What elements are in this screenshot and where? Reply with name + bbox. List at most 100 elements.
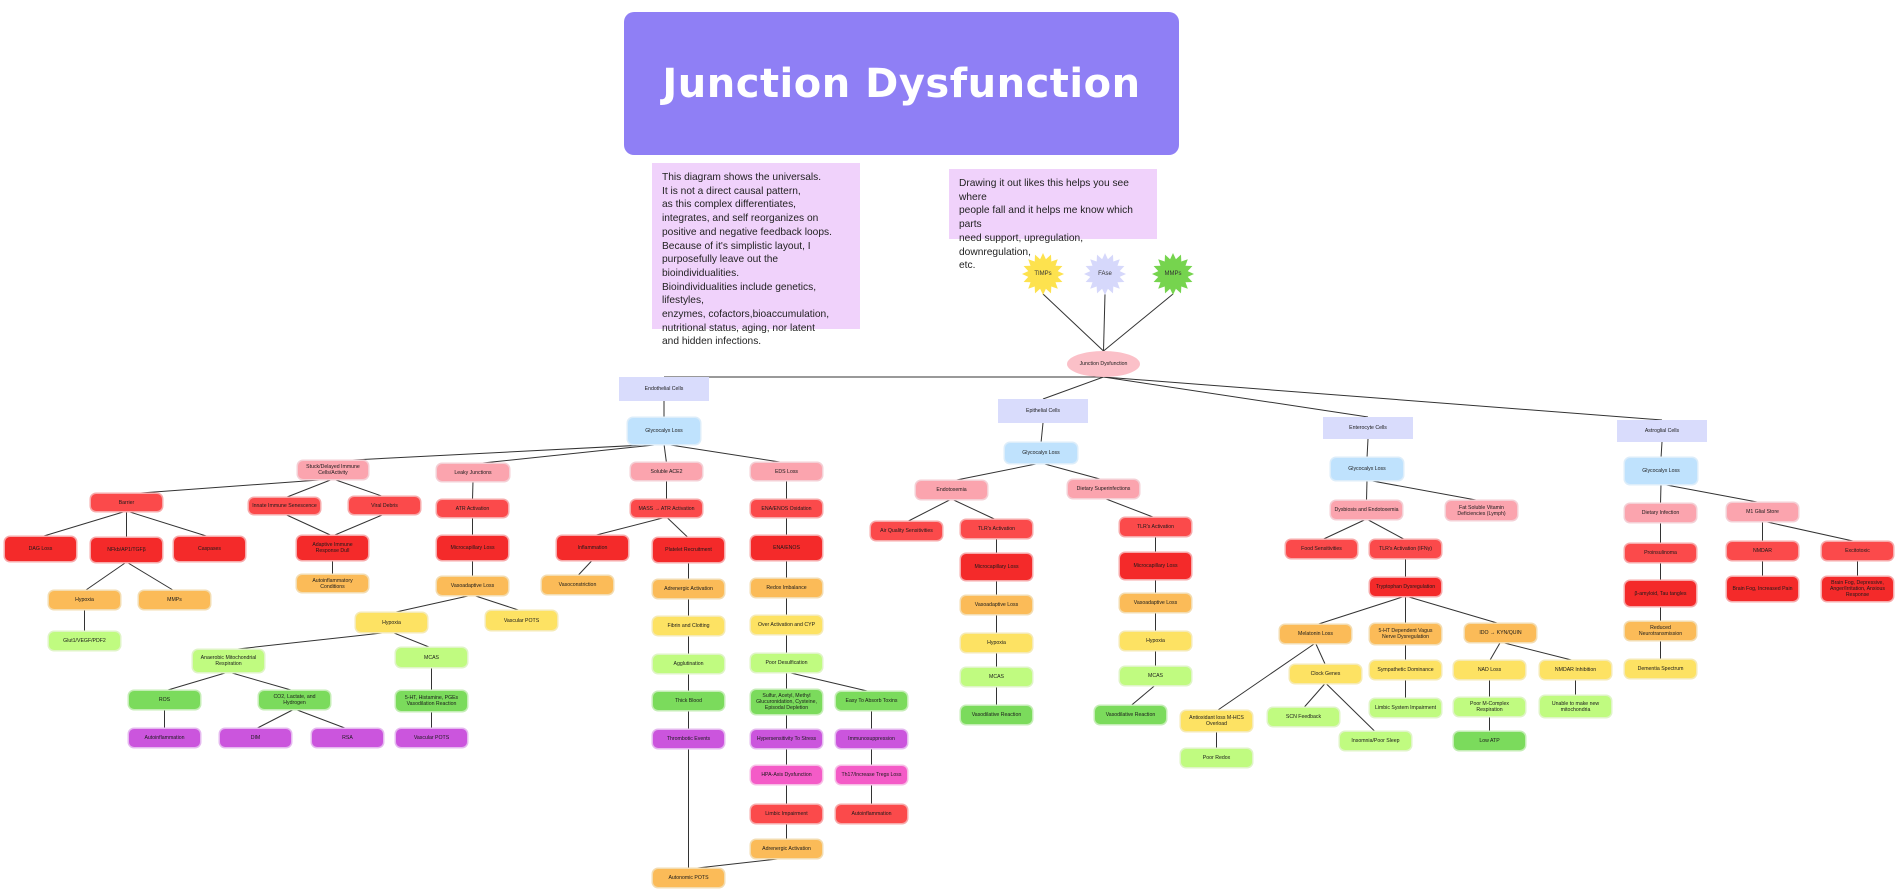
node-a-excito[interactable]: Excitotoxic	[1822, 542, 1893, 560]
node-p-micro2[interactable]: Microcapillary Loss	[1120, 553, 1191, 579]
node-n-gly[interactable]: Glycocalyx Loss	[1331, 458, 1403, 480]
node-n-mel[interactable]: Melatonin Loss	[1280, 625, 1351, 643]
node-e-thromb[interactable]: Thrombotic Events	[653, 730, 724, 748]
node-e-viral[interactable]: Viral Debris	[349, 497, 420, 514]
node-e-adren[interactable]: Adrenergic Activation	[653, 580, 724, 598]
node-a-nmdar[interactable]: NMDAR	[1727, 542, 1798, 560]
node-e-anaer[interactable]: Anaerobic Mitochondrial Respiration	[193, 650, 264, 672]
node-ast[interactable]: Astroglial Cells	[1617, 420, 1707, 442]
node-e-apots[interactable]: Autonomic POTS	[653, 869, 724, 887]
node-e-stuck[interactable]: Stuck/Delayed Immune Cells/Activity	[298, 461, 368, 479]
node-e-leaky[interactable]: Leaky Junctions	[437, 464, 509, 481]
node-e-overact[interactable]: Over Activation and CYP	[751, 616, 822, 634]
node-n-nad[interactable]: NAD Loss	[1454, 661, 1525, 679]
node-a-dietary[interactable]: Dietary Infection	[1625, 504, 1696, 522]
node-e-immuno[interactable]: Immunosuppression	[836, 730, 907, 748]
node-e-innate[interactable]: Innate Immune Senescence	[249, 498, 320, 514]
node-n-dysbio[interactable]: Dysbiosis and Endotoxemia	[1331, 501, 1402, 519]
node-a-proinf[interactable]: Proinsulinoma	[1625, 544, 1696, 562]
node-e-platelet[interactable]: Platelet Recruitment	[653, 538, 724, 562]
node-a-fog[interactable]: Brain Fog, Increased Pain	[1727, 577, 1798, 601]
node-e-micro[interactable]: Microcapillary Loss	[437, 536, 508, 560]
node-e-thick[interactable]: Thick Blood	[653, 692, 724, 710]
node-p-endotox[interactable]: Endotoxemia	[916, 481, 987, 499]
node-e-mcas[interactable]: MCAS	[396, 648, 467, 667]
node-n-tlr[interactable]: TLR's Activation (IFNγ)	[1370, 540, 1441, 558]
node-p-vasodil2[interactable]: Vasodilative Reaction	[1095, 706, 1166, 724]
node-a-dementia[interactable]: Dementia Spectrum	[1625, 660, 1696, 678]
node-p-air[interactable]: Air Quality Sensitivities	[871, 522, 942, 540]
node-epi[interactable]: Epithelial Cells	[998, 399, 1088, 423]
node-e-fibrin[interactable]: Fibrin and Clotting	[653, 617, 724, 635]
node-n-antiox[interactable]: Antioxidant loss M-HCS Overload	[1181, 711, 1252, 731]
node-e-hif[interactable]: Glut1/VEGF/PDF2	[49, 632, 120, 650]
node-n-nmda[interactable]: NMDAR Inhibition	[1540, 661, 1611, 679]
node-e-vasocon[interactable]: Vasoconstriction	[542, 576, 613, 594]
node-e-sulf[interactable]: Sulfur, Acetyl, Methyl Glucuronidation, …	[751, 690, 822, 714]
node-e-th[interactable]: Th17/Increase Tregs Loss	[836, 766, 907, 784]
node-e-enos2[interactable]: ENA/ENOS	[751, 536, 822, 560]
node-e-5ht[interactable]: 5-HT, Histamine, PGEs Vasodilation React…	[396, 691, 467, 711]
node-e-adren2[interactable]: Adrenergic Activation	[751, 840, 822, 858]
node-e-ros[interactable]: ROS	[129, 691, 200, 709]
node-e-limbic[interactable]: Limbic Impairment	[751, 805, 822, 823]
node-e-hypo1[interactable]: Hypoxia	[49, 591, 120, 609]
node-n-poorredox[interactable]: Poor Redox	[1181, 749, 1252, 767]
node-e-casp[interactable]: Caspases	[174, 537, 245, 561]
node-n-scn[interactable]: SCN Feedback	[1268, 708, 1339, 726]
node-e-autoimm[interactable]: Autoinflammatory Conditions	[297, 575, 368, 592]
node-e-vasoloss[interactable]: Vasoadaptive Loss	[437, 577, 508, 595]
node-e-mmps[interactable]: MMPs	[139, 591, 210, 609]
node-a-gly[interactable]: Glycocalyx Loss	[1625, 458, 1697, 484]
node-e-dag[interactable]: DAG Loss	[5, 537, 76, 561]
node-p-mcas2[interactable]: MCAS	[1120, 667, 1191, 685]
node-p-tlr4[interactable]: TLR's Activation	[961, 520, 1032, 538]
node-p-hypo2[interactable]: Hypoxia	[1120, 632, 1191, 650]
node-a-brainfog[interactable]: Brain Fog, Depressive, Anger/Irritation,…	[1822, 577, 1893, 601]
node-a-reduced[interactable]: Reduced Neurotransmission	[1625, 622, 1696, 640]
node-p-tlr[interactable]: TLR's Activation	[1120, 518, 1191, 536]
node-p-gly[interactable]: Glycocalyx Loss	[1005, 443, 1077, 463]
node-p-mcas[interactable]: MCAS	[961, 668, 1032, 686]
node-e-ace2[interactable]: Soluble ACE2	[631, 463, 702, 480]
node-e-atr[interactable]: ATR Activation	[437, 500, 508, 517]
node-e-eds[interactable]: EDS Loss	[751, 463, 822, 480]
node-e-rs[interactable]: RSA	[312, 729, 383, 747]
node-e-autoinf[interactable]: Autoinflammation	[129, 729, 200, 747]
node-e-nfkb[interactable]: NFkb/AP1/TGFβ	[91, 538, 162, 562]
node-n-lowatp[interactable]: Low ATP	[1454, 732, 1525, 750]
node-n-ido[interactable]: IDO → KYN/QUIN	[1465, 624, 1536, 642]
node-n-symp[interactable]: Sympathetic Dominance	[1370, 661, 1441, 679]
node-e-redox[interactable]: Redox Imbalance	[751, 579, 822, 597]
node-e-hypo2[interactable]: Hypoxia	[356, 613, 427, 632]
node-n-limbic[interactable]: Limbic System Impairment	[1370, 699, 1441, 717]
node-e-barrier[interactable]: Barrier	[91, 494, 162, 511]
node-endo[interactable]: Endothelial Cells	[619, 377, 709, 401]
node-e-co2[interactable]: CO2, Lactate, and Hydrogen	[259, 691, 330, 709]
node-n-5ht[interactable]: 5-HT Dependent Vagus Nerve Dysregulation	[1370, 624, 1441, 644]
node-n-tryp[interactable]: Tryptophan Dysregulation	[1370, 578, 1441, 596]
node-e-gly[interactable]: Glycocalyx Loss	[628, 418, 700, 444]
node-n-unable[interactable]: Unable to make new mitochondria	[1540, 696, 1611, 717]
node-e-vpots2[interactable]: Vascular POTS	[396, 729, 467, 747]
node-n-food[interactable]: Food Sensitivities	[1286, 540, 1357, 558]
node-n-insomnia[interactable]: Insomnia/Poor Sleep	[1340, 732, 1411, 750]
node-n-poormito[interactable]: Poor M-Complex Respiration	[1454, 698, 1525, 716]
node-e-enos-ox[interactable]: ENA/ENOS Oxidation	[751, 500, 822, 517]
node-e-agglu[interactable]: Agglutination	[653, 655, 724, 673]
node-p-vaso[interactable]: Vasoadaptive Loss	[961, 596, 1032, 614]
node-p-dietary[interactable]: Dietary Superinfections	[1068, 480, 1139, 498]
node-e-easy[interactable]: Easy To Absorb Toxins	[836, 692, 907, 710]
node-a-tau[interactable]: β-amyloid, Tau tangles	[1625, 581, 1696, 606]
node-ent[interactable]: Enterocyte Cells	[1323, 417, 1413, 439]
node-e-adaptive[interactable]: Adaptive Immune Response Dull	[297, 536, 368, 560]
node-p-vaso2[interactable]: Vasoadaptive Loss	[1120, 594, 1191, 612]
node-e-vpots[interactable]: Vascular POTS	[486, 611, 557, 630]
node-e-poordes[interactable]: Poor Desulfication	[751, 654, 822, 672]
node-e-dm[interactable]: DIM	[220, 729, 291, 747]
node-p-hypo[interactable]: Hypoxia	[961, 634, 1032, 652]
node-n-fat[interactable]: Fat Soluble Vitamin Deficiencies (Lymph)	[1446, 501, 1517, 520]
node-p-vasodil[interactable]: Vasodilative Reaction	[961, 706, 1032, 724]
node-e-mass[interactable]: MASS → ATR Activation	[631, 500, 702, 517]
node-e-autoinf2[interactable]: Autoinflammation	[836, 805, 907, 823]
